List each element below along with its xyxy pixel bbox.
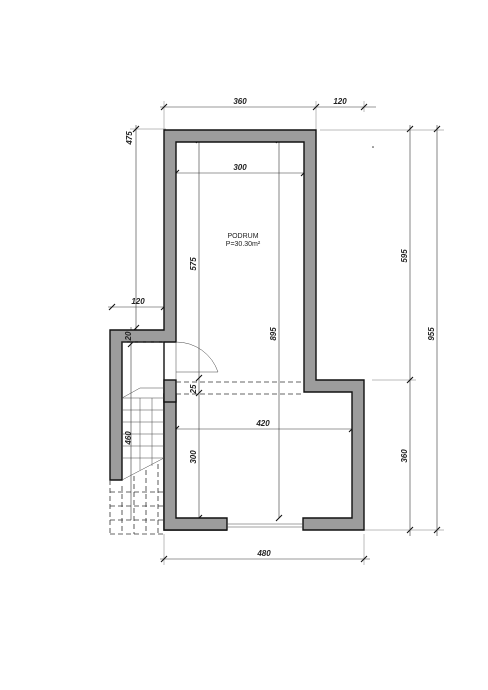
dim-left-120: 120 — [131, 297, 145, 306]
dim-h-420: 420 — [255, 419, 270, 428]
marker-dot — [372, 146, 374, 148]
dim-v-895: 895 — [269, 327, 278, 341]
walls — [109, 129, 365, 531]
dimension-labels: 360 120 300 475 120 20 460 575 895 25 30… — [124, 97, 436, 558]
dim-left-460: 460 — [124, 431, 133, 446]
dim-inner-300: 300 — [233, 163, 247, 172]
door-swing — [175, 341, 219, 380]
dim-bottom-480: 480 — [256, 549, 271, 558]
dim-left-20: 20 — [124, 331, 133, 341]
dim-v-575: 575 — [189, 257, 198, 271]
dimension-lines — [108, 101, 444, 565]
dim-v-25: 25 — [189, 384, 198, 394]
dim-left-475: 475 — [125, 131, 134, 146]
dim-right-955: 955 — [427, 327, 436, 341]
room-label: PODRUM P=30.30m² — [226, 233, 261, 248]
room-area: P=30.30m² — [226, 241, 261, 248]
dim-top-360: 360 — [233, 97, 247, 106]
bottom-window — [227, 523, 303, 528]
room-name: PODRUM — [227, 233, 258, 240]
stairs — [109, 341, 304, 535]
dim-right-595: 595 — [400, 249, 409, 263]
dim-v-300: 300 — [189, 450, 198, 464]
dim-right-360: 360 — [400, 449, 409, 463]
dim-top-120: 120 — [333, 97, 347, 106]
